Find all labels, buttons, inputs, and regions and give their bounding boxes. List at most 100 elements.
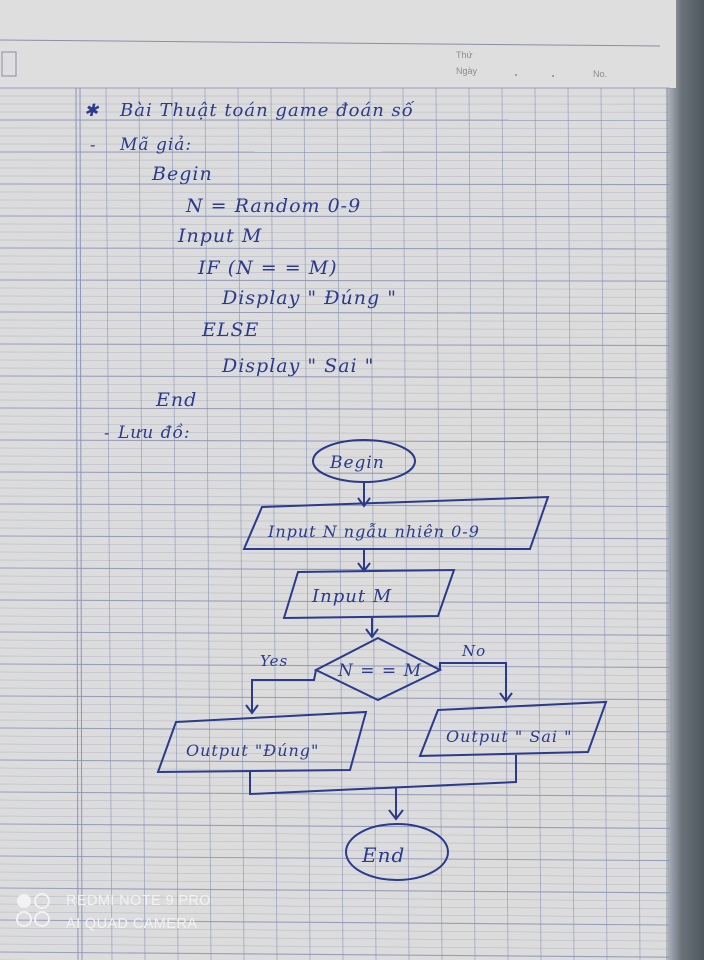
grid-line-minor xyxy=(0,575,671,580)
grid-line-minor xyxy=(0,391,671,395)
grid-line-vertical xyxy=(138,87,146,960)
grid-line-minor xyxy=(0,751,671,757)
merge-line xyxy=(249,755,517,796)
grid-line-minor xyxy=(0,815,671,821)
grid-line-major xyxy=(0,535,671,540)
grid-line-vertical xyxy=(171,87,179,960)
no-label: No xyxy=(461,642,486,660)
watermark-line-2: AI QUAD CAMERA xyxy=(66,916,198,932)
grid-line-vertical xyxy=(468,87,476,960)
grid-line-vertical xyxy=(369,87,377,960)
grid-line-minor xyxy=(0,943,671,950)
grid-line-minor xyxy=(0,527,671,531)
grid-line-vertical xyxy=(237,87,245,960)
grid-line-minor xyxy=(0,199,671,201)
pseudo-line-7: Display " Sai " xyxy=(221,355,374,377)
camera-logo-icon xyxy=(16,893,50,927)
flowchart-shapes xyxy=(156,439,608,881)
grid-line-minor xyxy=(0,511,671,515)
dash-mark: - xyxy=(90,135,96,154)
grid-line-major xyxy=(0,599,671,604)
grid-line-vertical xyxy=(204,87,212,960)
grid-line-minor xyxy=(0,807,671,813)
grid-line-major xyxy=(0,375,671,379)
decision-diamond xyxy=(313,636,443,702)
ruled-grid xyxy=(0,87,674,960)
grid-line-minor xyxy=(0,703,671,708)
notes-title: Bài Thuật toán game đoán số xyxy=(119,100,415,121)
decision-text: N = = M xyxy=(337,661,422,681)
grid-line-minor xyxy=(0,255,671,258)
end-oval xyxy=(345,823,449,881)
grid-line-minor xyxy=(0,543,671,547)
grid-line-major xyxy=(0,567,671,572)
grid-line-minor xyxy=(0,935,671,942)
grid-line-minor xyxy=(0,799,671,805)
grid-line-vertical xyxy=(567,87,575,960)
arrow-head xyxy=(245,704,259,715)
grid-line-minor xyxy=(0,455,671,459)
grid-line-major xyxy=(0,471,671,475)
page-edge-shadow xyxy=(666,0,704,960)
grid-line-minor xyxy=(0,719,671,725)
page-header-area xyxy=(0,0,676,88)
header-no: No. xyxy=(593,69,607,79)
grid-line-major xyxy=(0,695,671,701)
pseudo-line-3: Input M xyxy=(177,225,262,247)
grid-line-minor xyxy=(0,735,671,741)
header-ngay: Ngày xyxy=(456,66,478,76)
input-n-text: Input N ngẫu nhiên 0-9 xyxy=(267,522,480,541)
grid-line-minor xyxy=(0,607,671,612)
grid-line-major xyxy=(0,311,671,314)
grid-line-minor xyxy=(0,263,671,266)
grid-line-major xyxy=(0,183,671,186)
grid-line-minor xyxy=(0,863,671,869)
input-n-shape xyxy=(242,495,550,550)
grid-line-minor xyxy=(0,415,671,419)
grid-line-minor xyxy=(0,239,671,242)
begin-text: Begin xyxy=(329,453,385,473)
grid-line-major xyxy=(0,759,671,765)
grid-line-minor xyxy=(0,831,671,837)
grid-line-minor xyxy=(0,679,671,684)
grid-line-vertical xyxy=(336,87,344,960)
grid-line-vertical xyxy=(633,87,641,960)
arrow-head xyxy=(357,497,371,508)
grid-line-minor xyxy=(0,559,671,564)
output-no-shape xyxy=(418,700,608,758)
grid-line-minor xyxy=(0,775,671,781)
grid-line-vertical xyxy=(270,87,278,960)
grid-line-minor xyxy=(0,231,671,234)
grid-line-minor xyxy=(0,303,671,306)
grid-line-major xyxy=(0,247,671,250)
grid-line-minor xyxy=(0,431,671,435)
grid-line-minor xyxy=(0,207,671,209)
grid-line-minor xyxy=(0,223,671,226)
grid-line-vertical xyxy=(501,87,509,960)
grid-line-vertical xyxy=(105,87,113,960)
grid-line-vertical xyxy=(435,87,443,960)
pseudo-line-4: IF (N = = M) xyxy=(197,257,338,279)
output-no-text: Output " Sai " xyxy=(446,727,572,746)
pseudo-line-6: ELSE xyxy=(201,319,259,341)
star-mark: ✱ xyxy=(84,101,100,121)
grid-line-major xyxy=(0,663,671,669)
grid-line-minor xyxy=(0,495,671,499)
grid-line-major xyxy=(0,407,671,411)
grid-line-minor xyxy=(0,871,671,877)
grid-line-minor xyxy=(0,519,671,523)
grid-line-minor xyxy=(0,351,671,354)
grid-line-major xyxy=(0,215,671,218)
input-m-text: Input M xyxy=(311,586,392,607)
grid-line-minor xyxy=(0,175,671,177)
grid-line-major xyxy=(0,791,671,797)
grid-line-minor xyxy=(0,287,671,290)
pseudo-line-5: Display " Đúng " xyxy=(221,287,397,309)
grid-line-minor xyxy=(0,551,671,556)
pseudocode-label: Mã giả: xyxy=(119,135,192,155)
grid-line-minor xyxy=(0,463,671,467)
grid-line-vertical xyxy=(600,87,608,960)
grid-line-minor xyxy=(0,847,671,853)
